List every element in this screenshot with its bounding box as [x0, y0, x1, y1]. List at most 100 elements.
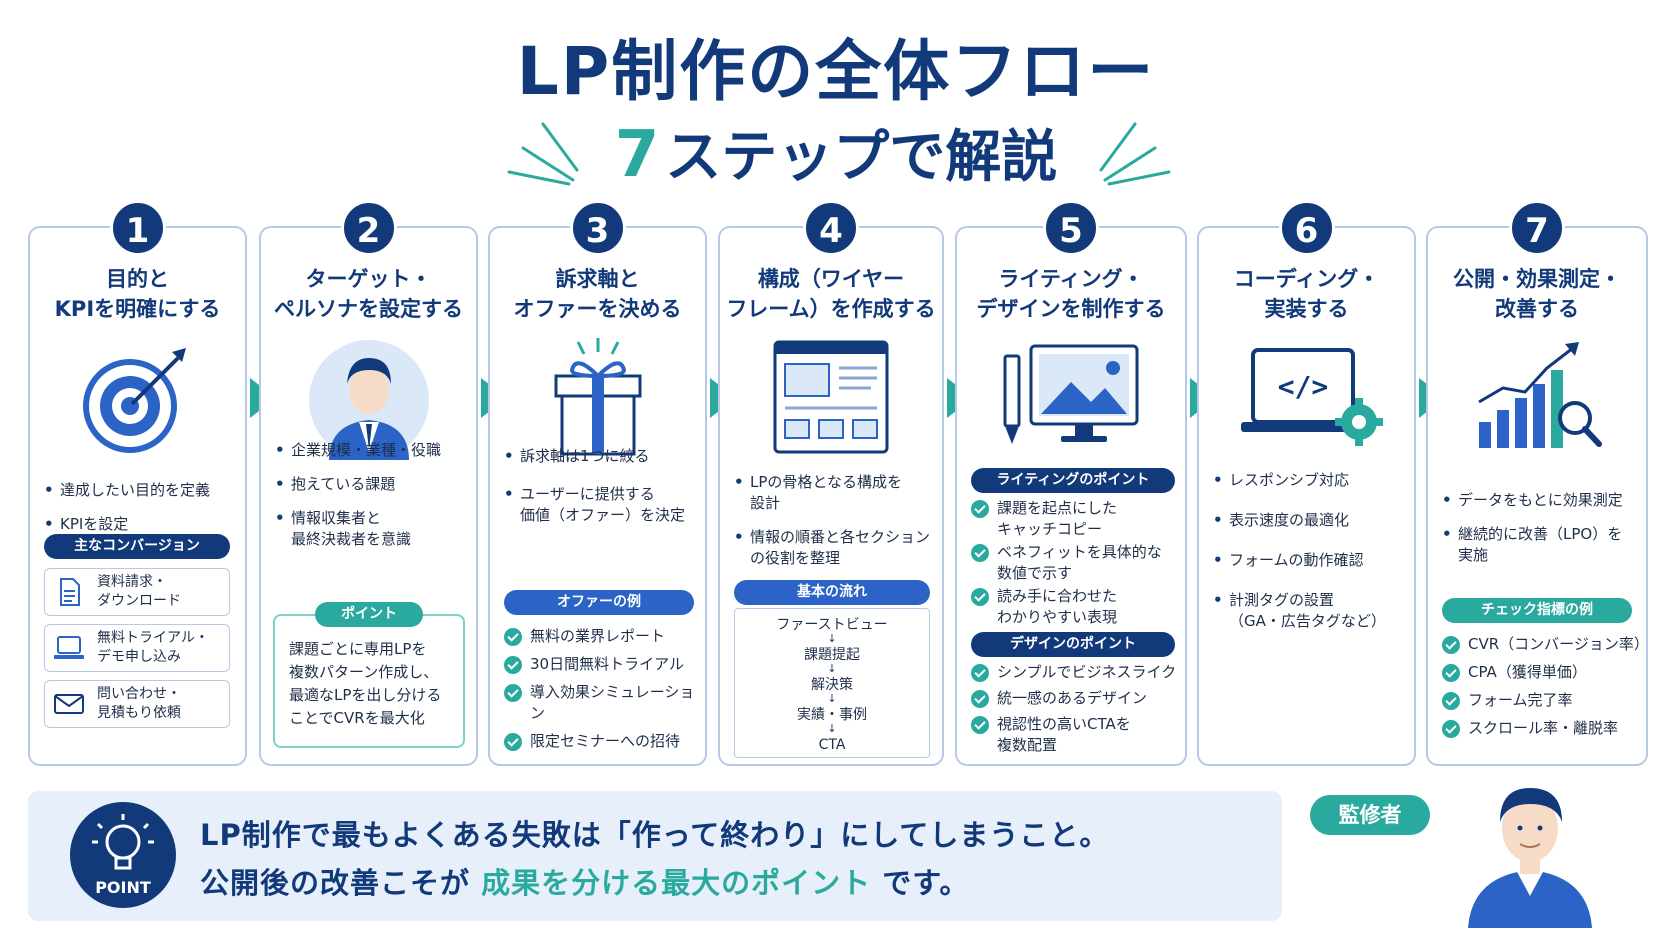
flow-item: ファーストビュー↓	[735, 617, 929, 647]
check-item: ベネフィットを具体的な 数値で示す	[971, 542, 1181, 584]
conversion-text: 問い合わせ・ 見積もり依頼	[97, 686, 181, 721]
check-item: 統一感のあるデザイン	[971, 688, 1181, 709]
list-item: 継続的に改善（LPO）を 実施	[1442, 524, 1638, 566]
list-item: 抱えている課題	[275, 474, 468, 495]
list-item: 企業規模・業種・役職	[275, 440, 468, 461]
conversion-item: 無料トライアル・ デモ申し込み	[44, 624, 230, 672]
flow-text: 課題提起	[804, 647, 860, 663]
conversion-text: 資料請求・ ダウンロード	[97, 574, 181, 609]
check-icon	[971, 500, 989, 518]
flow-text: 実績・事例	[797, 707, 867, 723]
check-icon	[504, 628, 522, 646]
flow-text: CTA	[818, 737, 846, 753]
arrow-down-icon: ↓	[827, 692, 837, 705]
list-item: 達成したい目的を定義	[44, 480, 237, 501]
flow-item: 課題提起↓	[735, 647, 929, 677]
list-item: 表示速度の最適化	[1213, 510, 1406, 531]
banner-line-1: LP制作で最もよくある失敗は「作って終わり」にしてしまうこと。	[200, 818, 1110, 852]
design-points-label: デザインのポイント	[971, 632, 1175, 657]
step-title: 目的と KPIを明確にする	[54, 267, 221, 321]
check-icon	[971, 690, 989, 708]
check-text: 課題を起点にした キャッチコピー	[997, 499, 1118, 538]
code-laptop-icon: </>	[1240, 348, 1383, 446]
check-icon	[971, 664, 989, 682]
step-number-badge: 4	[803, 200, 859, 256]
conversion-label: 主なコンバージョン	[44, 534, 230, 559]
check-text: 30日間無料トライアル	[530, 655, 684, 673]
step-title: 訴求軸と オファーを決める	[513, 267, 682, 321]
arrow-down-icon: ↓	[827, 662, 837, 675]
svg-text:</>: </>	[1277, 370, 1328, 403]
check-icon	[1442, 664, 1460, 682]
page-title: LP制作の全体フロー	[516, 33, 1156, 110]
mail-icon	[54, 694, 84, 714]
step-card-2: 2 ターゲット・ ペルソナを設定する 企業規模・業種・役職 抱えている課題 情報…	[259, 200, 478, 766]
list-item: ユーザーに提供する 価値（オファー）を決定	[504, 484, 697, 526]
list-item: レスポンシブ対応	[1213, 470, 1406, 491]
list-item: 計測タグの設置 （GA・広告タグなど）	[1213, 590, 1406, 632]
list-item: フォームの動作確認	[1213, 550, 1406, 571]
laptop-icon	[54, 636, 84, 659]
offer-label: オファーの例	[504, 590, 694, 615]
check-item: 30日間無料トライアル	[504, 654, 704, 675]
list-item: KPIを設定	[44, 514, 237, 535]
subtitle-text: ステップで解説	[665, 125, 1058, 190]
step-card-4: 4 構成（ワイヤー フレーム）を作成する LPの骨格となる構成を 設計 情報の順…	[718, 200, 944, 767]
check-item: スクロール率・離脱率	[1442, 718, 1648, 739]
check-text: 導入効果シミュレーション	[530, 683, 695, 722]
flow-item: 解決策↓	[735, 677, 929, 707]
check-icon	[504, 733, 522, 751]
list-item: 情報の順番と各セクション の役割を整理	[734, 527, 934, 569]
flow-text: 解決策	[811, 677, 853, 693]
step-title: 公開・効果測定・ 改善する	[1453, 267, 1621, 321]
step-card-7: 7 公開・効果測定・ 改善する データをもとに効果測定 継続的に改善（LPO）を…	[1426, 200, 1649, 766]
banner-highlight: 成果を分ける最大のポイント	[481, 866, 872, 900]
step-number-badge: 2	[340, 200, 397, 256]
step-number-badge: 7	[1509, 200, 1565, 256]
supervisor-avatar	[1468, 788, 1592, 928]
check-item: 導入効果シミュレーション	[504, 682, 704, 724]
growth-chart-icon	[1478, 342, 1602, 448]
step-title: ライティング・ デザインを制作する	[976, 267, 1166, 321]
flow-item: 実績・事例↓	[735, 707, 929, 737]
step-title: コーディング・ 実装する	[1233, 267, 1380, 321]
check-text: CVR（コンバージョン率）	[1468, 635, 1649, 653]
check-item: 課題を起点にした キャッチコピー	[971, 498, 1181, 540]
check-icon	[971, 716, 989, 734]
list-item: LPの骨格となる構成を 設計	[734, 472, 934, 514]
check-item: 限定セミナーへの招待	[504, 731, 704, 752]
check-metrics-label: チェック指標の例	[1442, 598, 1632, 623]
check-text: シンプルでビジネスライク	[997, 663, 1177, 681]
check-text: 読み手に合わせた わかりやすい表現	[997, 587, 1118, 626]
check-item: 読み手に合わせた わかりやすい表現	[971, 586, 1181, 628]
flow-item: CTA	[735, 737, 929, 767]
step-card-5: 5 ライティング・ デザインを制作する ライティングのポイント 課題を起点にした…	[955, 200, 1187, 766]
check-icon	[504, 684, 522, 702]
check-text: ベネフィットを具体的な 数値で示す	[997, 543, 1162, 582]
gift-icon	[554, 338, 641, 456]
step-number-badge: 1	[109, 200, 166, 256]
conversion-text: 無料トライアル・ デモ申し込み	[97, 630, 209, 665]
check-item: シンプルでビジネスライク	[971, 662, 1181, 683]
check-icon	[1442, 720, 1460, 738]
step-card-3: 3 訴求軸と オファーを決める 訴求軸は1つに絞る ユーザーに提供する 価値（オ…	[488, 200, 707, 766]
check-item: 視認性の高いCTAを 複数配置	[971, 714, 1181, 756]
emphasis-lines-left-icon	[507, 122, 579, 186]
list-item: 訴求軸は1つに絞る	[504, 446, 697, 467]
step-number-badge: 6	[1278, 200, 1335, 256]
document-icon	[60, 578, 80, 606]
step-count: 7	[614, 118, 660, 192]
point-box: 課題ごとに専用LPを 複数パターン作成し、 最適なLPを出し分ける ことでCVR…	[273, 614, 465, 748]
arrow-down-icon: ↓	[827, 632, 837, 645]
banner-text: です。	[882, 866, 970, 900]
check-icon	[1442, 636, 1460, 654]
step-card-6: 6 コーディング・ 実装する </> レスポンシブ対応 表示速度の最適化 フォー…	[1197, 200, 1416, 766]
conversion-item: 問い合わせ・ 見積もり依頼	[44, 680, 230, 728]
step-title: ターゲット・ ペルソナを設定する	[274, 267, 463, 321]
point-bulb-badge	[70, 802, 176, 908]
target-icon	[82, 348, 186, 453]
lightbulb-icon	[92, 814, 154, 870]
check-item: フォーム完了率	[1442, 690, 1648, 711]
point-label: POINT	[95, 878, 151, 897]
point-text: 課題ごとに専用LPを 複数パターン作成し、 最適なLPを出し分ける ことでCVR…	[289, 640, 442, 727]
